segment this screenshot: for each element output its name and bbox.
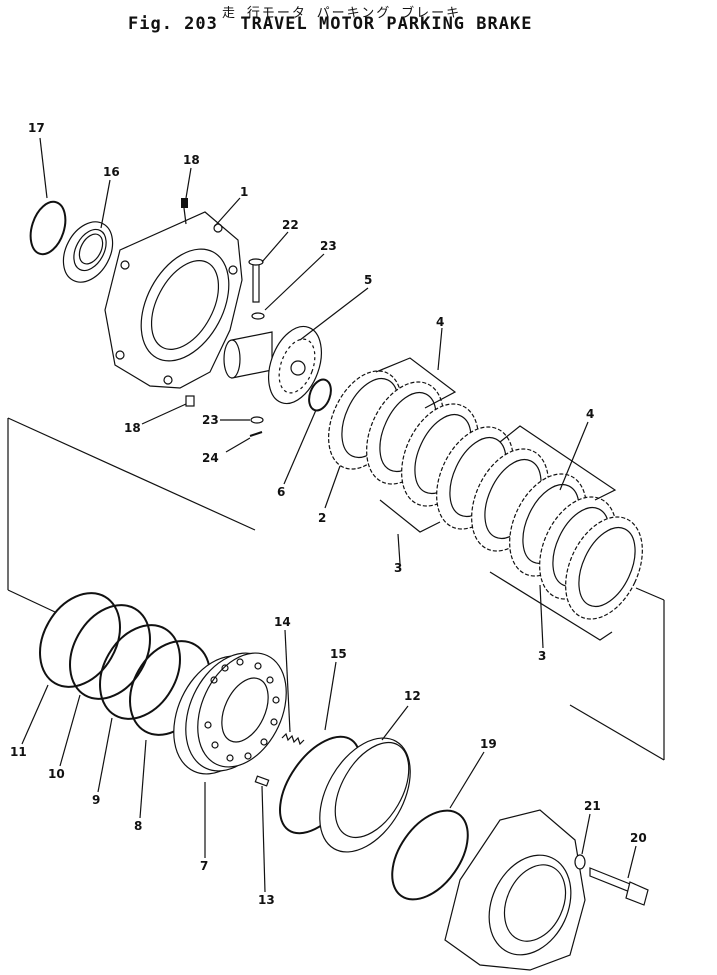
part-10-ring — [69, 604, 151, 700]
label-part-11: 11 — [10, 745, 27, 759]
part-20-bolt — [589, 867, 649, 906]
label-part-3-a: 3 — [394, 561, 402, 575]
label-part-2: 2 — [318, 511, 326, 525]
label-part-21: 21 — [584, 799, 601, 813]
label-part-12: 12 — [404, 689, 421, 703]
figure-title-japanese: 走 行モータ パーキング ブレーキ — [222, 6, 462, 21]
label-part-17: 17 — [28, 121, 45, 135]
part-21-washer — [574, 854, 586, 870]
figure-title: Fig. 203 TRAVEL MOTOR PARKING BRAKE — [128, 14, 533, 34]
part-14-spring — [281, 732, 305, 746]
leader-lines — [21, 137, 637, 893]
part-6-o-ring — [308, 378, 332, 412]
label-part-7: 7 — [200, 859, 208, 873]
part-23-washer-top — [251, 312, 265, 320]
label-part-23-top: 23 — [320, 239, 337, 253]
label-part-6: 6 — [277, 485, 285, 499]
label-part-22: 22 — [282, 218, 299, 232]
end-cover — [444, 809, 586, 971]
label-part-5: 5 — [364, 273, 372, 287]
part-7-piston — [173, 652, 287, 775]
label-part-9: 9 — [92, 793, 100, 807]
part-16-bearing — [62, 221, 114, 283]
part-19-o-ring — [391, 809, 469, 901]
part-5-gear-shaft — [223, 325, 322, 405]
part-13-pin — [254, 775, 270, 787]
label-part-18-top: 18 — [183, 153, 200, 167]
label-part-1: 1 — [240, 185, 248, 199]
part-11-ring — [39, 592, 121, 688]
label-part-24: 24 — [202, 451, 219, 465]
label-part-19: 19 — [480, 737, 497, 751]
part-1-housing — [104, 211, 243, 389]
part-18-plug-bottom — [185, 395, 195, 407]
group-brackets — [7, 357, 665, 761]
part-23-washer-bottom — [250, 416, 264, 424]
parts-3-4-disc-stack — [366, 381, 643, 620]
part-9-ring — [99, 624, 181, 720]
part-24-pin — [249, 431, 263, 437]
label-part-16: 16 — [103, 165, 120, 179]
label-part-4-b: 4 — [586, 407, 594, 421]
label-part-20: 20 — [630, 831, 647, 845]
label-part-23-bottom: 23 — [202, 413, 219, 427]
part-12-piston-ring — [319, 737, 411, 853]
part-17-snap-ring — [29, 200, 67, 256]
label-part-14: 14 — [274, 615, 291, 629]
label-part-15: 15 — [330, 647, 347, 661]
label-part-18-bottom: 18 — [124, 421, 141, 435]
label-part-8: 8 — [134, 819, 142, 833]
part-18-plug-top — [181, 198, 188, 225]
label-part-4-a: 4 — [436, 315, 444, 329]
label-part-10: 10 — [48, 767, 65, 781]
label-part-13: 13 — [258, 893, 275, 907]
part-22-pin — [248, 258, 264, 303]
label-part-3-b: 3 — [538, 649, 546, 663]
